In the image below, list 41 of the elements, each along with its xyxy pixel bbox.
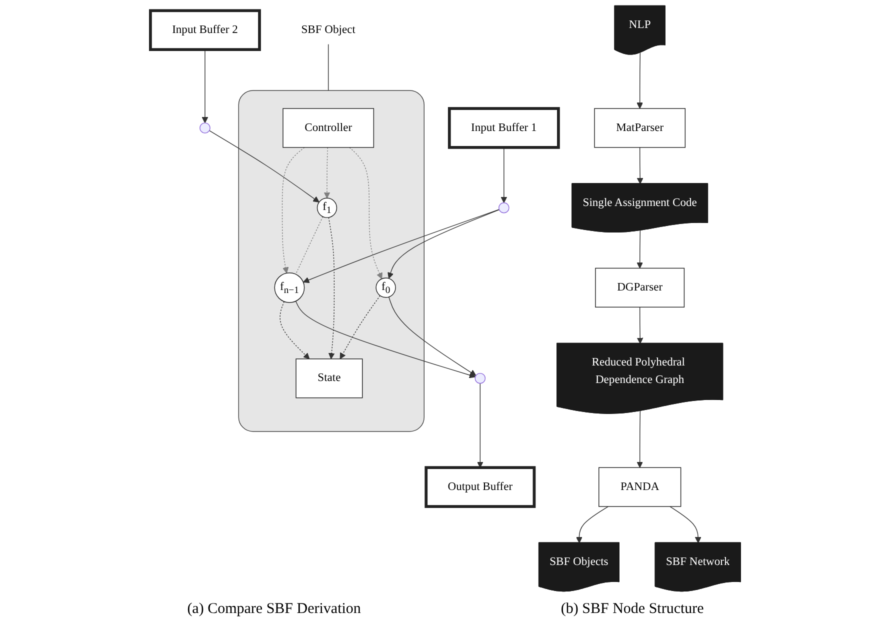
node-box: Input Buffer 2: [149, 9, 261, 52]
connector: [295, 216, 324, 275]
arrow: [295, 300, 476, 378]
arrow: [349, 147, 382, 280]
connector: [328, 44, 329, 91]
arrow: [340, 295, 380, 360]
arrow: [636, 230, 643, 268]
arrow: [636, 410, 643, 468]
arrow: [324, 147, 330, 198]
node-box: State: [296, 358, 363, 398]
figure-caption: (a) Compare SBF Derivation: [187, 601, 361, 618]
node-box: DGParser: [595, 268, 685, 308]
node-box: Output Buffer: [424, 466, 536, 508]
arrow: [280, 301, 310, 360]
arrow: [328, 217, 335, 360]
node-circle: [200, 122, 210, 134]
node-circle: f$_{1}$: [316, 198, 338, 218]
figure-caption: (b) SBF Node Structure: [560, 601, 704, 618]
arrow: [282, 147, 305, 274]
arrow: [388, 209, 500, 279]
node-box: PANDA: [598, 467, 682, 507]
node-circle: f$_{0}$: [376, 278, 396, 298]
arrow: [208, 130, 320, 202]
arrow: [576, 506, 609, 544]
arrow: [388, 296, 476, 376]
node-circle: [498, 202, 510, 214]
arrow: [636, 306, 644, 344]
cluster: [238, 90, 424, 432]
arrow: [636, 147, 644, 184]
arrow: [202, 49, 208, 124]
arrow: [670, 506, 702, 544]
node-box: Controller: [282, 108, 374, 148]
arrow: [500, 147, 508, 204]
node-circle: [474, 372, 486, 384]
node-box: Input Buffer 1: [448, 107, 560, 149]
node-circle: f$_{n−1}$: [274, 272, 305, 303]
arrow: [477, 383, 484, 468]
arrow: [302, 209, 500, 284]
arrow: [636, 52, 643, 109]
node-text: SBF Object: [301, 24, 356, 36]
node-box: MatParser: [594, 108, 686, 148]
